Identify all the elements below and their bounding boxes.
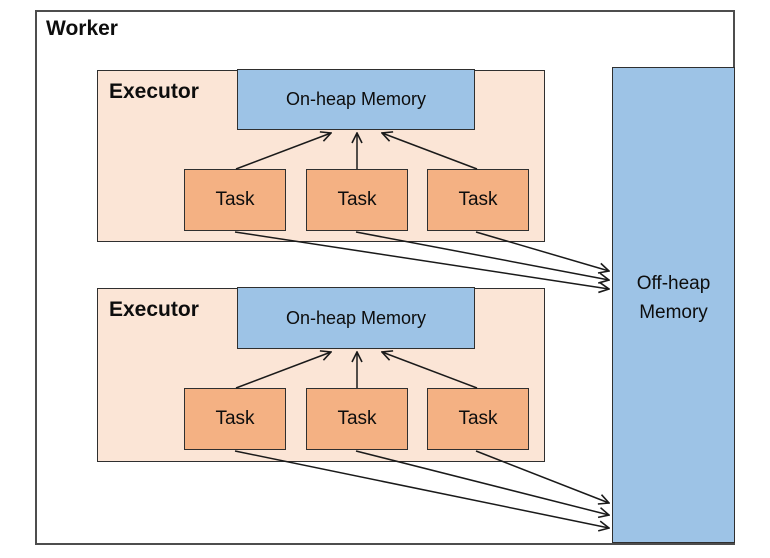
executor-2-task-1-label: Task bbox=[215, 408, 255, 429]
executor-2-task-2-label: Task bbox=[337, 408, 377, 429]
offheap-memory-label: Off-heap Memory bbox=[636, 272, 711, 323]
executor-2-task-2-box: Task bbox=[306, 388, 408, 450]
executor-1-label: Executor bbox=[109, 80, 199, 103]
executor-1-task-2-box: Task bbox=[306, 169, 408, 231]
executor-1-task-3-box: Task bbox=[427, 169, 529, 231]
executor-1-task-2-label: Task bbox=[337, 189, 377, 210]
executor-2-onheap-memory-label: On-heap Memory bbox=[285, 307, 427, 328]
executor-1-task-1-box: Task bbox=[184, 169, 286, 231]
executor-1-task-3-label: Task bbox=[458, 189, 498, 210]
offheap-memory-box: Off-heap Memory bbox=[612, 67, 735, 543]
worker-label: Worker bbox=[46, 17, 118, 40]
executor-2-task-3-box: Task bbox=[427, 388, 529, 450]
executor-2-task-3-label: Task bbox=[458, 408, 498, 429]
executor-2-task-1-box: Task bbox=[184, 388, 286, 450]
executor-2-onheap-memory-box: On-heap Memory bbox=[237, 287, 475, 349]
executor-1-onheap-memory-label: On-heap Memory bbox=[285, 89, 427, 109]
executor-1-onheap-memory-box: On-heap Memory bbox=[237, 69, 475, 130]
executor-2-label: Executor bbox=[109, 298, 199, 321]
executor-1-task-1-label: Task bbox=[215, 189, 255, 210]
